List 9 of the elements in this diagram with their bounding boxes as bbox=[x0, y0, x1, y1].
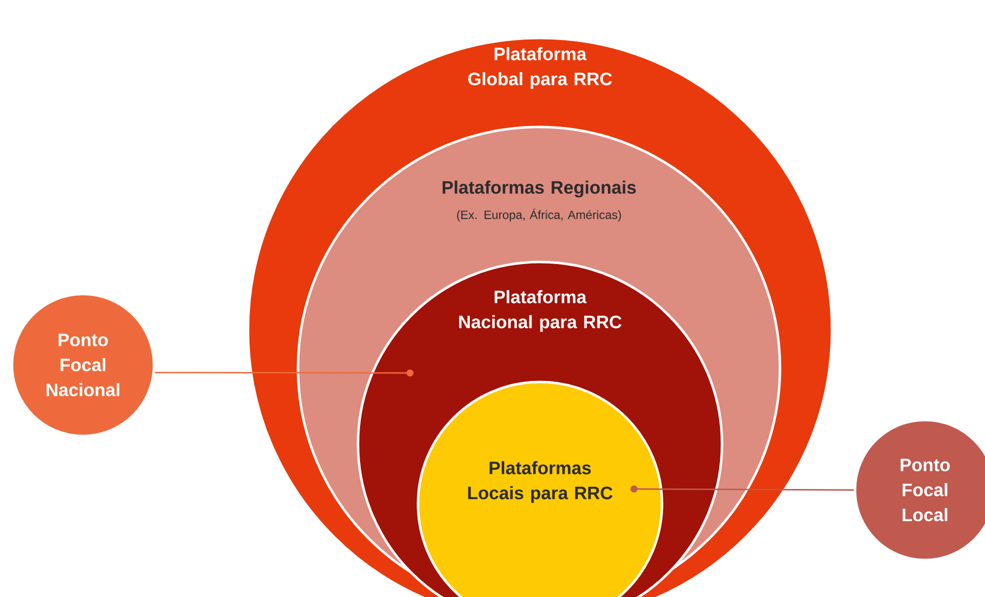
circle-title: Ponto Focal Nacional bbox=[46, 334, 120, 396]
circle-title: Plataformas Regionais bbox=[442, 180, 636, 198]
leader-line bbox=[154, 370, 414, 376]
circle-title: Ponto Focal Local bbox=[900, 458, 950, 522]
circle-title: Plataforma Nacional para RRC bbox=[459, 290, 622, 332]
leader-line bbox=[630, 486, 854, 492]
circle-title: Plataformas Locais para RRC bbox=[468, 461, 613, 503]
circle-subtitle: (Ex. Europa, África, Américas) bbox=[457, 208, 621, 222]
circle-title: Plataforma Global para RRC bbox=[468, 47, 612, 89]
